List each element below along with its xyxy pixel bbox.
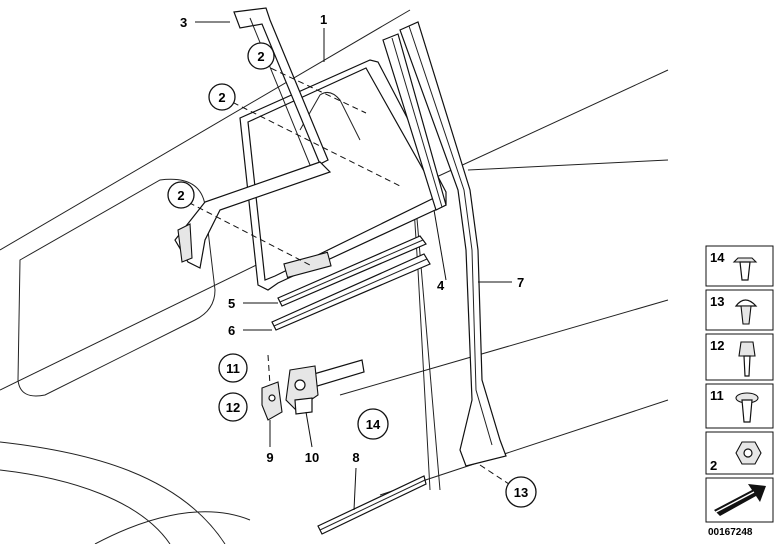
callout-2-circle (247, 42, 275, 70)
fastener-legend: 14 13 12 11 (705, 245, 774, 538)
callout-12: 12 (226, 400, 240, 415)
outer-belt-moulding (277, 235, 427, 307)
callout-14-circle (357, 408, 389, 440)
expanding-rivet-icon (732, 257, 758, 281)
hex-nut-icon (735, 441, 762, 465)
callout-13: 13 (514, 485, 528, 500)
callout-2-circle (167, 181, 195, 209)
callout-11: 11 (226, 361, 240, 376)
callout-1: 1 (320, 12, 327, 27)
callout-4: 4 (437, 278, 445, 293)
callout-2: 2 (257, 49, 264, 64)
legend-number: 2 (710, 458, 717, 473)
callout-2: 2 (177, 188, 184, 203)
callout-10: 10 (305, 450, 319, 465)
legend-number: 11 (710, 388, 724, 403)
arrow-sticker-icon (714, 484, 766, 516)
callout-3: 3 (180, 15, 187, 30)
legend-item-13: 13 (705, 289, 774, 331)
legend-number: 14 (710, 250, 725, 265)
legend-number: 13 (710, 294, 724, 309)
legend-item-arrow (705, 477, 774, 523)
leader-lines (195, 21, 512, 511)
callout-13-circle (505, 476, 537, 508)
callout-5: 5 (228, 296, 235, 311)
callout-12-circle (218, 392, 248, 422)
callout-6: 6 (228, 323, 235, 338)
callout-7: 7 (517, 275, 524, 290)
legend-item-14: 14 (705, 245, 774, 287)
callout-14: 14 (366, 417, 381, 432)
legend-item-12: 12 (705, 333, 774, 381)
hex-bolt-icon (738, 341, 756, 377)
callout-8: 8 (352, 450, 359, 465)
inner-belt-seal (271, 253, 431, 331)
door-sill-strip (317, 475, 427, 535)
door-hinge (261, 381, 283, 421)
callout-2: 2 (218, 90, 225, 105)
callout-11-circle (218, 353, 248, 383)
legend-item-2: 2 (705, 431, 774, 475)
trim-clip-icon (734, 299, 758, 325)
legend-item-11: 11 (705, 383, 774, 429)
collar-screw-icon (735, 392, 759, 423)
door-window-glass (239, 59, 447, 291)
image-id: 00167248 (708, 527, 753, 538)
window-channel-seal (382, 33, 447, 211)
callout-9: 9 (266, 450, 273, 465)
door-frame-seal (399, 21, 507, 467)
callout-2-circle (208, 83, 236, 111)
legend-number: 12 (710, 338, 724, 353)
window-guide-bracket (174, 161, 332, 269)
callouts: 3 1 2 2 2 5 6 4 7 11 12 14 9 10 8 13 (167, 12, 537, 508)
door-check-strap (285, 359, 365, 415)
